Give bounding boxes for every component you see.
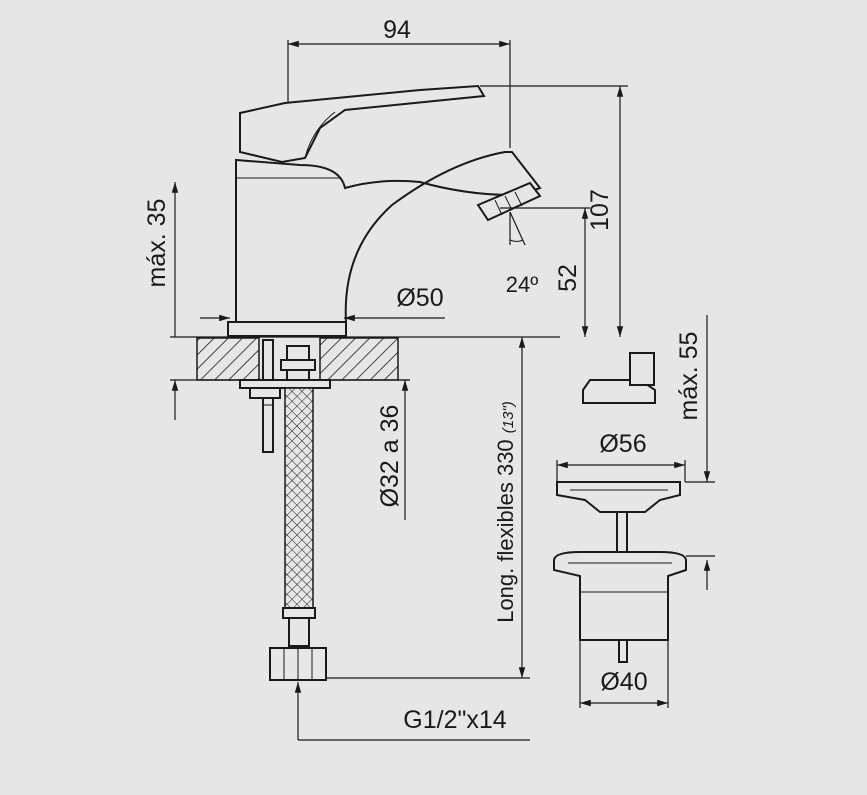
label-max-thickness-left: máx. 35 [143,199,171,288]
label-hose-length-group: Long. flexibles 330 (13") [493,401,518,623]
label-spout-angle: 24º [506,272,539,297]
drain-assembly [553,352,687,663]
label-drain-top-diameter: Ø56 [599,430,646,458]
label-hose-length: Long. flexibles 330 [493,439,518,622]
faucet-body [227,84,542,337]
countertop-section [170,336,560,381]
label-width-top: 94 [383,16,411,44]
label-hole-range: Ø32 a 36 [376,405,404,508]
label-spout-height: 52 [554,264,582,292]
label-hose-length-inches: (13") [500,401,517,433]
svg-text:Long. flexibles 330 (13": Long. flexibles 330 (13") [493,401,518,623]
label-thread: G1/2"x14 [403,706,506,734]
label-drain-bottom-diameter: Ø40 [600,668,647,696]
label-max-thickness-right: máx. 55 [675,332,703,421]
dimension-lines [171,40,715,741]
flexible-hose [269,387,327,681]
label-height-total: 107 [586,189,614,231]
label-base-diameter: Ø50 [396,284,443,312]
